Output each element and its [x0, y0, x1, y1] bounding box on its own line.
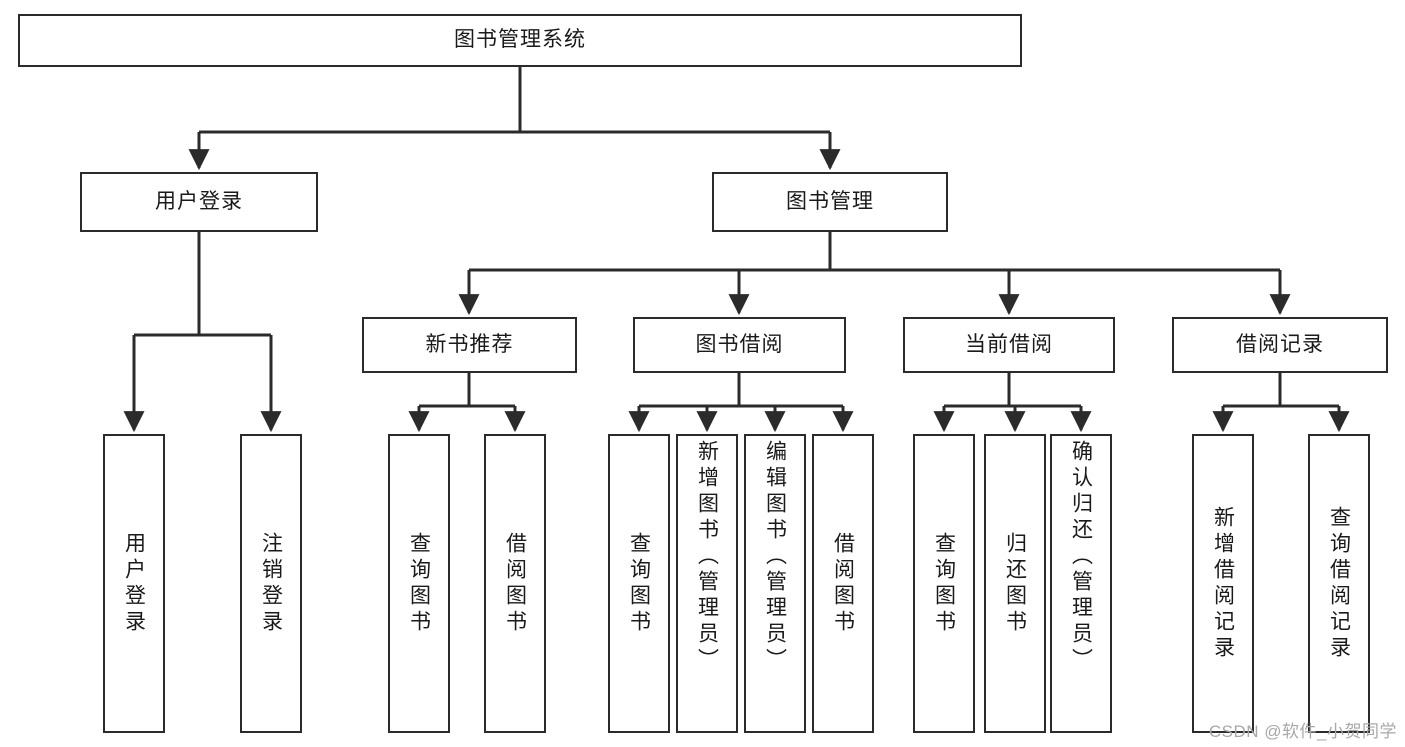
node-leaf-query-record[interactable]: 查询借阅记录	[1308, 434, 1370, 733]
node-label-leaf-add-record: 新增借阅记录	[1211, 505, 1235, 662]
node-label-leaf-return-book: 归还图书	[1003, 531, 1027, 636]
node-root[interactable]: 图书管理系统	[18, 14, 1022, 67]
node-label-current-borrow: 当前借阅	[965, 332, 1053, 356]
node-label-leaf-logout: 注销登录	[259, 531, 283, 636]
node-leaf-return-book[interactable]: 归还图书	[984, 434, 1046, 733]
node-label-leaf-confirm-return: 确认归还（管理员）	[1069, 440, 1093, 674]
node-leaf-borrow-book-1[interactable]: 借阅图书	[484, 434, 546, 733]
node-leaf-borrow-book-2[interactable]: 借阅图书	[812, 434, 874, 733]
node-label-leaf-borrow-book-2: 借阅图书	[831, 531, 855, 636]
node-label-leaf-edit-book: 编辑图书（管理员）	[763, 440, 787, 674]
node-label-leaf-add-book: 新增图书（管理员）	[695, 440, 719, 674]
node-book-manage[interactable]: 图书管理	[712, 172, 948, 232]
node-leaf-edit-book[interactable]: 编辑图书（管理员）	[744, 434, 806, 733]
node-book-borrow[interactable]: 图书借阅	[633, 317, 846, 373]
node-current-borrow[interactable]: 当前借阅	[903, 317, 1115, 373]
node-label-new-book-rec: 新书推荐	[425, 332, 514, 356]
node-leaf-query-book-2[interactable]: 查询图书	[608, 434, 670, 733]
node-new-book-rec[interactable]: 新书推荐	[362, 317, 577, 373]
node-leaf-add-book[interactable]: 新增图书（管理员）	[676, 434, 738, 733]
node-label-user-login: 用户登录	[155, 189, 243, 213]
node-leaf-query-book-3[interactable]: 查询图书	[913, 434, 975, 733]
node-label-leaf-query-record: 查询借阅记录	[1327, 505, 1351, 662]
node-leaf-query-book-1[interactable]: 查询图书	[388, 434, 450, 733]
node-leaf-logout[interactable]: 注销登录	[240, 434, 302, 733]
tree-connectors	[123, 67, 1350, 433]
node-leaf-add-record[interactable]: 新增借阅记录	[1192, 434, 1254, 733]
node-label-leaf-query-book-1: 查询图书	[407, 531, 431, 636]
node-label-root: 图书管理系统	[454, 28, 586, 52]
node-label-book-borrow: 图书借阅	[695, 332, 784, 356]
node-leaf-user-login[interactable]: 用户登录	[103, 434, 165, 733]
node-label-borrow-record: 借阅记录	[1236, 332, 1324, 356]
node-label-book-manage: 图书管理	[786, 189, 874, 213]
watermark: CSDN @软件_小贺同学	[1208, 722, 1397, 741]
node-borrow-record[interactable]: 借阅记录	[1172, 317, 1388, 373]
node-leaf-confirm-return[interactable]: 确认归还（管理员）	[1050, 434, 1112, 733]
node-user-login[interactable]: 用户登录	[80, 172, 318, 232]
node-label-leaf-query-book-2: 查询图书	[627, 531, 651, 636]
node-label-leaf-borrow-book-1: 借阅图书	[503, 531, 527, 636]
node-label-leaf-query-book-3: 查询图书	[932, 531, 956, 636]
node-label-leaf-user-login: 用户登录	[122, 531, 146, 636]
